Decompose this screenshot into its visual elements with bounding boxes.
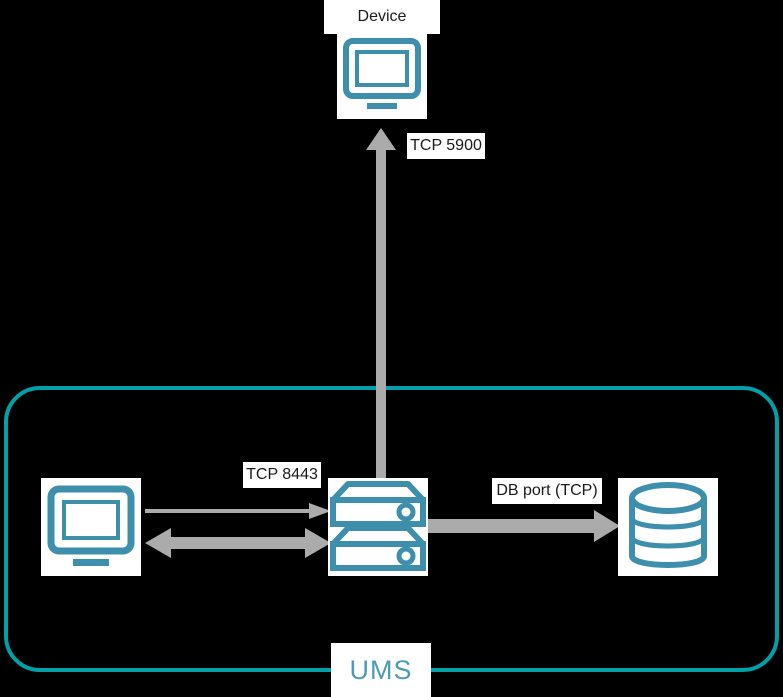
- device-node-icon: [337, 33, 427, 119]
- connector-client-to-server-double: [145, 526, 331, 560]
- database-node-icon: [618, 478, 718, 576]
- connector-label-db-port: DB port (TCP): [492, 478, 602, 504]
- connector-server-to-database: [428, 509, 620, 543]
- connector-client-to-server-thin: [145, 503, 331, 519]
- connector-server-to-device: [363, 128, 399, 480]
- device-node-label: Device: [324, 0, 440, 34]
- server-node-icon: [328, 478, 428, 576]
- connector-label-tcp-8443: TCP 8443: [243, 462, 321, 488]
- ums-boundary-label: UMS: [331, 643, 431, 697]
- connector-label-tcp-5900: TCP 5900: [407, 133, 485, 159]
- ums-boundary-label-text: UMS: [349, 654, 413, 685]
- client-node-icon: [41, 478, 141, 576]
